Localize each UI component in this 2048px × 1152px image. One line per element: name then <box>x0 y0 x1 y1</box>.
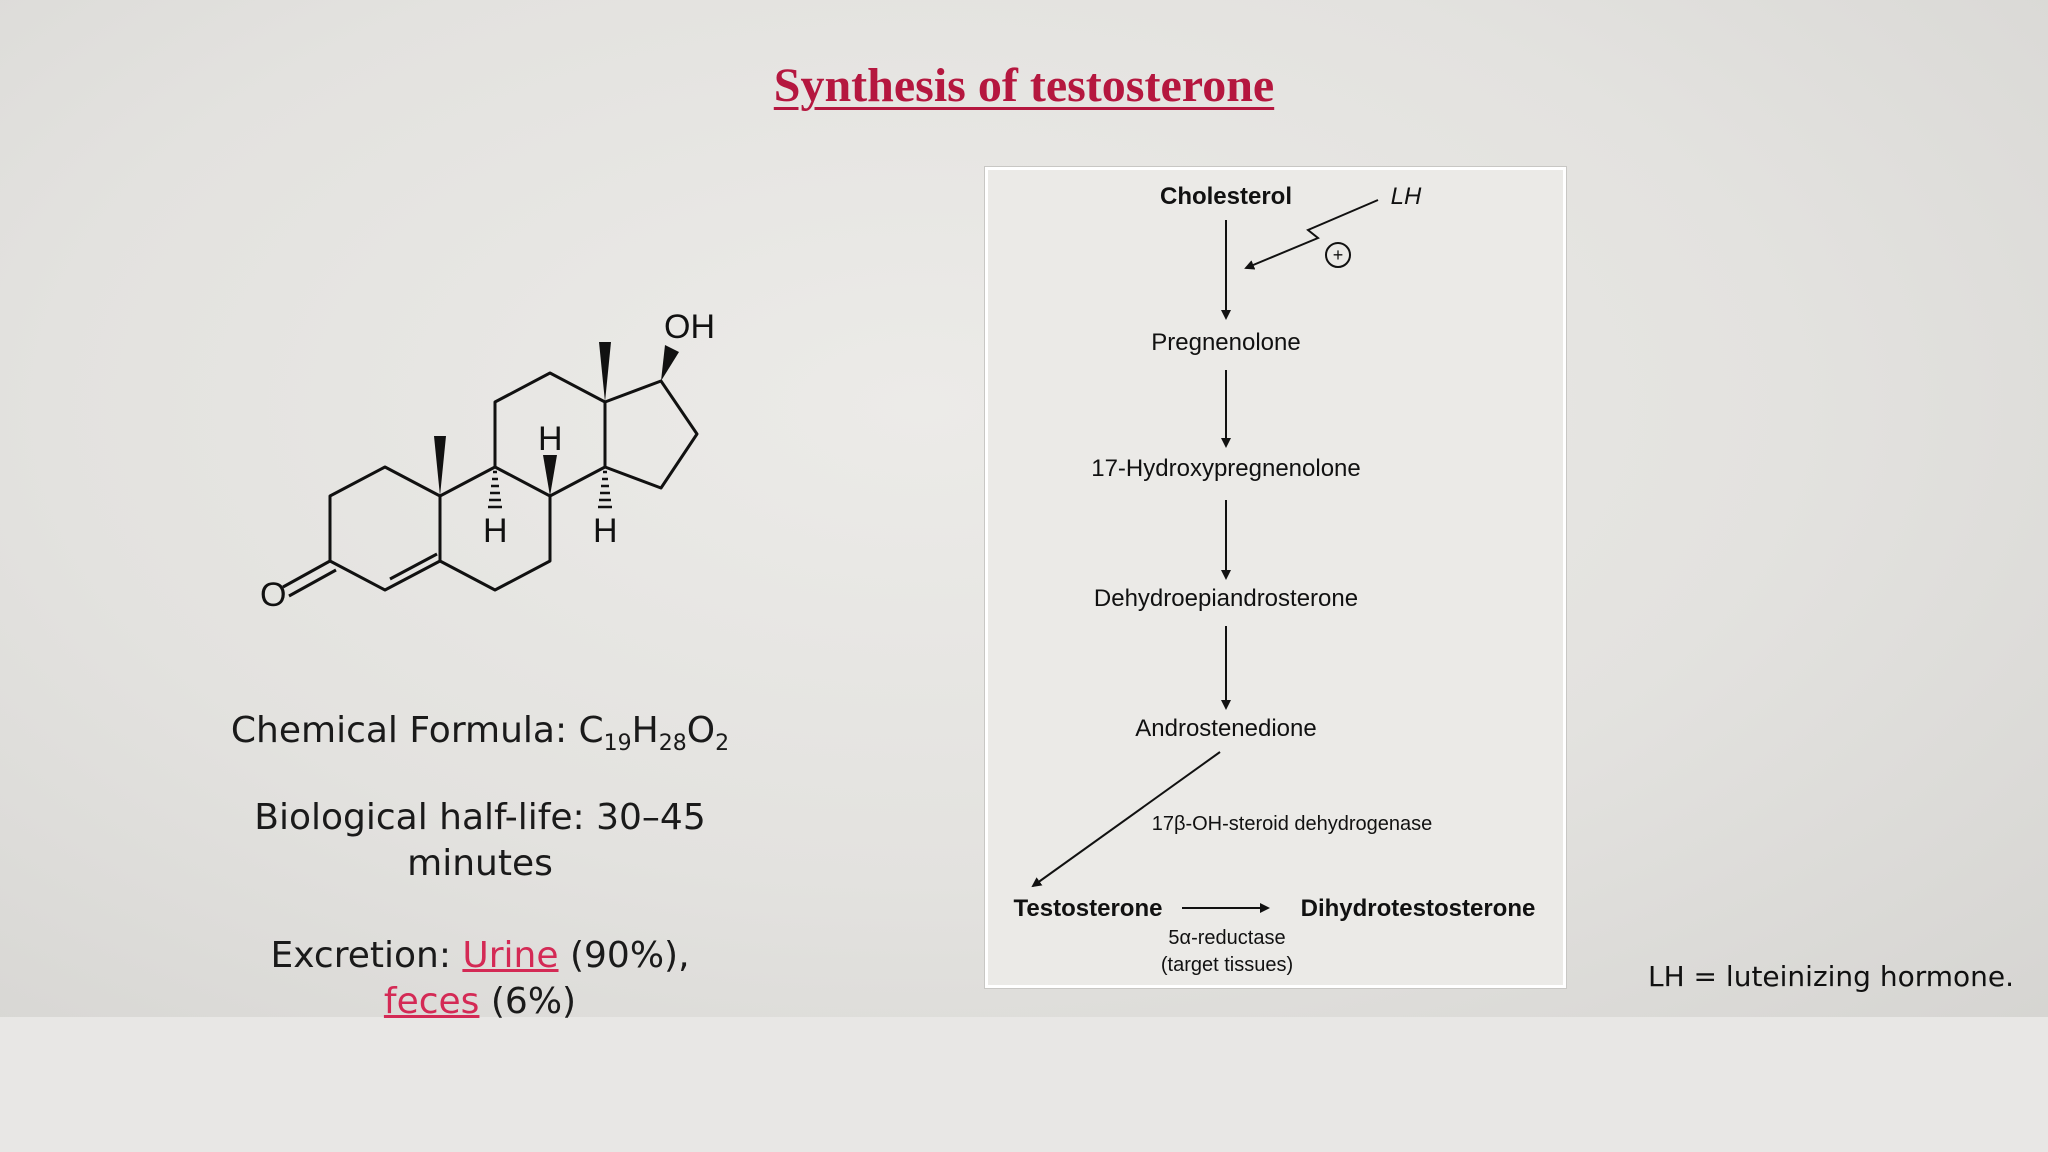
node-17-hydroxypregnenolone: 17-Hydroxypregnenolone <box>1091 455 1361 482</box>
enzyme-17b-label: 17β-OH-steroid dehydrogenase <box>1152 813 1433 835</box>
formula-c-sub: 19 <box>603 731 632 757</box>
chemical-formula: Chemical Formula: C19H28O2 <box>210 708 750 757</box>
ring-d <box>604 379 699 490</box>
enzyme-5a-label: 5α-reductase <box>1168 927 1285 949</box>
arrow-lh-stimulation <box>1244 199 1379 270</box>
slide-title: Synthesis of testosterone <box>773 59 1275 112</box>
atom-o-label: O <box>260 576 286 614</box>
atom-h-label-c9: H <box>483 512 508 550</box>
carbonyl-bond-2 <box>288 568 337 598</box>
formula-h: H <box>631 710 659 751</box>
node-cholesterol: Cholesterol <box>1160 183 1292 210</box>
target-tissues-label: (target tissues) <box>1161 954 1293 976</box>
formula-o: O <box>686 710 716 751</box>
half-life: Biological half-life: 30–45 minutes <box>254 797 706 884</box>
bottom-band <box>0 1017 2048 1152</box>
hashed-h-c14 <box>598 470 612 509</box>
ring-b <box>439 465 552 592</box>
urine-link[interactable]: Urine <box>462 935 559 976</box>
carbonyl-bond-1 <box>282 559 331 589</box>
atom-oh-label: OH <box>664 308 715 346</box>
pathway-diagram: Cholesterol LH Pregnenolone 17-Hydroxypr… <box>1014 183 1536 976</box>
wedge-methyl-c13 <box>599 342 611 402</box>
wedge-methyl-c10 <box>434 436 446 496</box>
node-dhea: Dehydroepiandrosterone <box>1094 585 1358 612</box>
pathway-figure: Cholesterol LH Pregnenolone 17-Hydroxypr… <box>985 167 1566 988</box>
plus-sign: + <box>1333 245 1344 265</box>
excretion-label: Excretion: <box>270 935 463 976</box>
urine-percent: (90%), <box>558 935 690 976</box>
atom-h-label-c8: H <box>538 420 563 458</box>
lh-label: LH <box>1391 183 1422 210</box>
wedge-oh <box>661 345 679 381</box>
node-pregnenolone: Pregnenolone <box>1151 329 1300 356</box>
wedge-h-c8 <box>543 455 557 496</box>
node-testosterone: Testosterone <box>1014 895 1163 922</box>
formula-label: Chemical Formula: <box>230 710 579 751</box>
atom-h-label-c14: H <box>593 512 618 550</box>
arrow-androstenedione-testosterone <box>1031 751 1221 888</box>
plus-circle <box>1325 242 1351 268</box>
feces-percent: (6%) <box>479 981 577 1022</box>
node-dihydrotestosterone: Dihydrotestosterone <box>1301 895 1536 922</box>
double-bond-c4-c5 <box>389 552 438 581</box>
feces-link[interactable]: feces <box>383 981 480 1022</box>
ring-c <box>493 371 607 498</box>
excretion: Excretion: Urine (90%), feces (6%) <box>230 933 730 1025</box>
ring-a <box>328 465 442 592</box>
node-androstenedione: Androstenedione <box>1135 715 1316 742</box>
formula-h-sub: 28 <box>658 731 687 757</box>
footnote: LH = luteinizing hormone. <box>1648 960 2015 993</box>
testosterone-structure: OH O H H H <box>260 308 715 614</box>
formula-c: C <box>578 710 604 751</box>
hashed-h-c9 <box>488 470 502 509</box>
formula-o-sub: 2 <box>715 731 730 757</box>
